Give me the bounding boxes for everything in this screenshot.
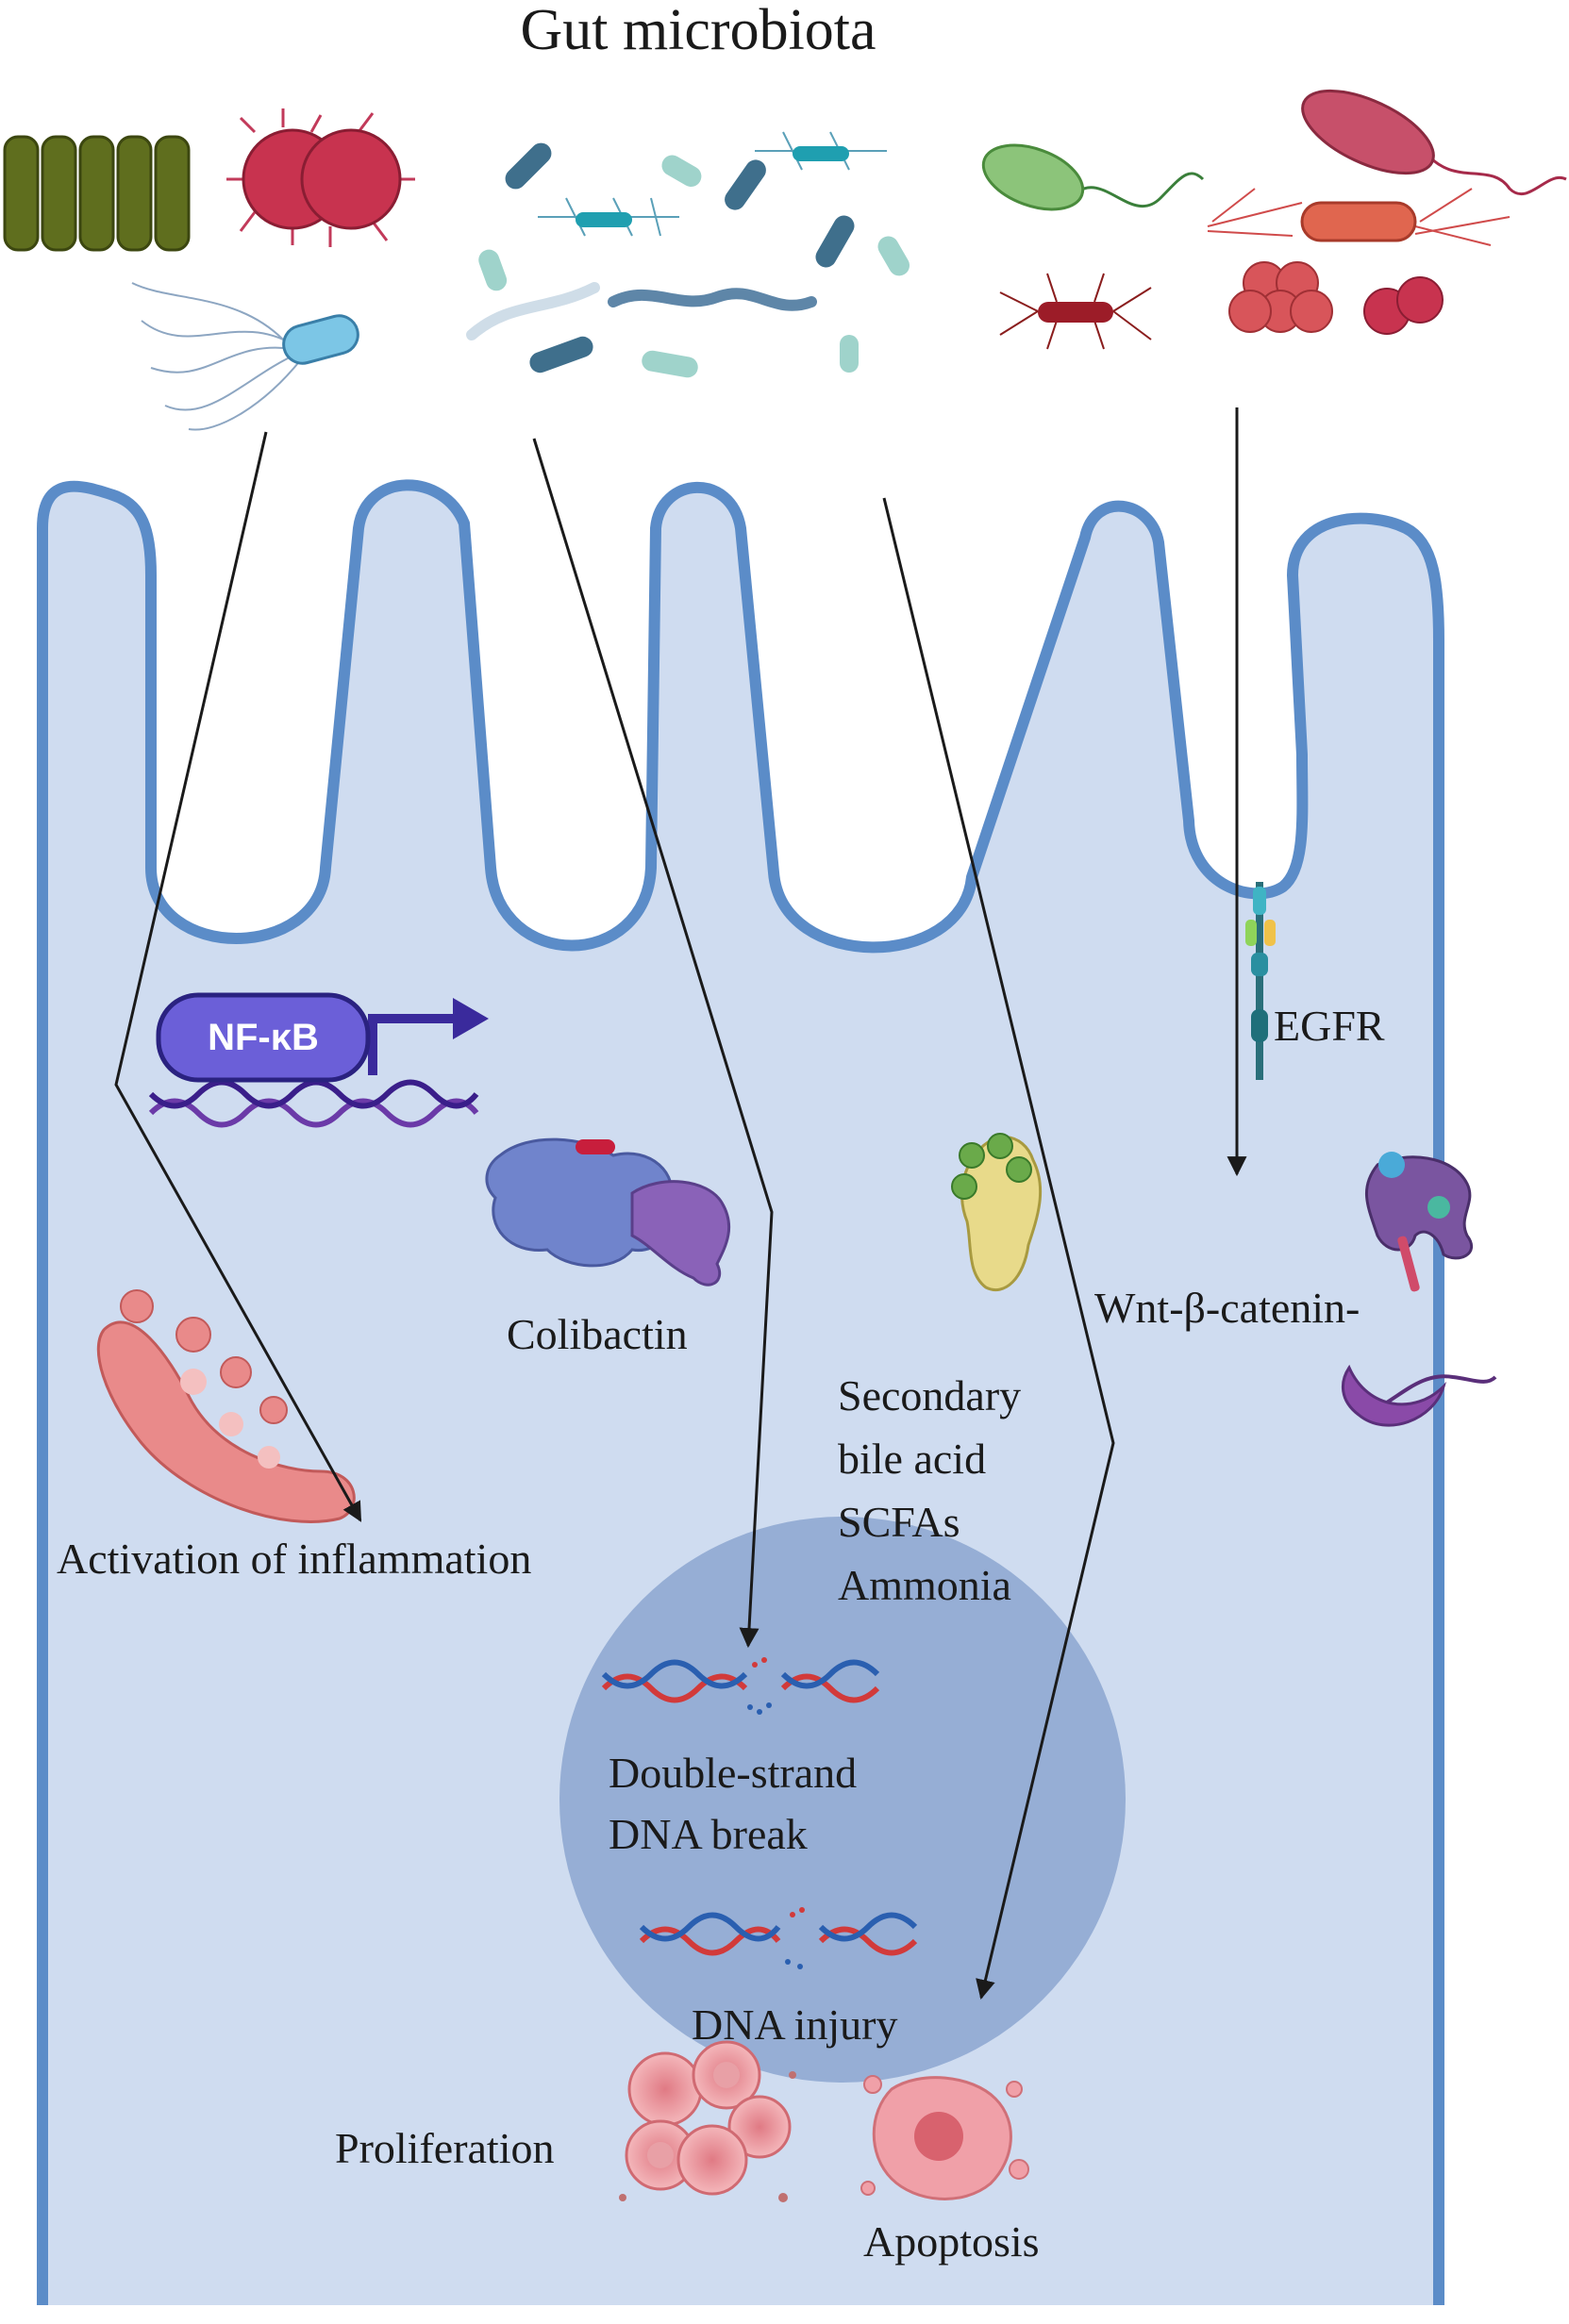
arrow-to-dna-break — [532, 438, 774, 1649]
arrow-to-dna-injury — [882, 497, 1115, 2000]
dna-break-illustration — [601, 1657, 880, 1715]
staphylococcus-cluster — [1228, 261, 1333, 333]
ammonia-label: Ammonia — [838, 1561, 1011, 1609]
dark-red-rod — [999, 273, 1152, 350]
purple-bacterium-icon — [1341, 1364, 1497, 1427]
green-flagellated-bacterium — [981, 143, 1205, 211]
small-diplococcus — [1363, 276, 1444, 335]
proliferation-cell-cluster-icon — [619, 2040, 796, 2202]
egfr-receptor-icon — [1245, 882, 1276, 1080]
nucleus — [559, 1517, 1126, 2083]
colibactin-protein-icon — [485, 1137, 731, 1286]
colibactin-label: Colibactin — [507, 1310, 688, 1358]
apoptosis-cell-icon — [860, 2075, 1029, 2200]
secondary-bile-acid-line1: Secondary — [838, 1371, 1021, 1419]
secondary-bile-acid-line2: bile acid — [838, 1435, 986, 1483]
mitochondria-icon — [96, 1289, 356, 1523]
wnt-label: Wnt-β-catenin- — [1094, 1284, 1360, 1332]
egfr-label: EGFR — [1274, 1002, 1385, 1050]
mixed-microbes-cluster — [466, 131, 910, 378]
diagram-title: Gut microbiota — [520, 0, 876, 62]
apoptosis-label: Apoptosis — [863, 2217, 1040, 2266]
double-strand-break-line1: Double-strand — [609, 1749, 857, 1797]
scfas-label: SCFAs — [838, 1498, 960, 1546]
dna-injury-illustration — [639, 1907, 918, 1969]
wnt-protein-icon — [1364, 1152, 1474, 1292]
nfkb-box — [156, 992, 371, 1083]
arrow-to-inflammation — [114, 431, 362, 1522]
bile-acid-molecule-icon — [951, 1133, 1043, 1292]
dna-injury-label: DNA injury — [692, 2000, 898, 2049]
bacteria-rod-cluster — [3, 135, 191, 252]
flagellated-bacterium — [131, 282, 359, 431]
nfkb-label: NF-κB — [208, 1017, 319, 1058]
pathway-arrows — [114, 407, 1247, 2000]
nfkb-dna-illustration: NF-κB — [148, 992, 489, 1128]
double-strand-break-line2: DNA break — [609, 1810, 808, 1858]
activation-of-inflammation-label: Activation of inflammation — [57, 1535, 531, 1583]
diplococcus-bacteria — [226, 108, 415, 247]
proliferation-label: Proliferation — [335, 2124, 555, 2172]
red-flagellated-rod — [1207, 188, 1511, 246]
magenta-bacterium — [1301, 89, 1567, 196]
